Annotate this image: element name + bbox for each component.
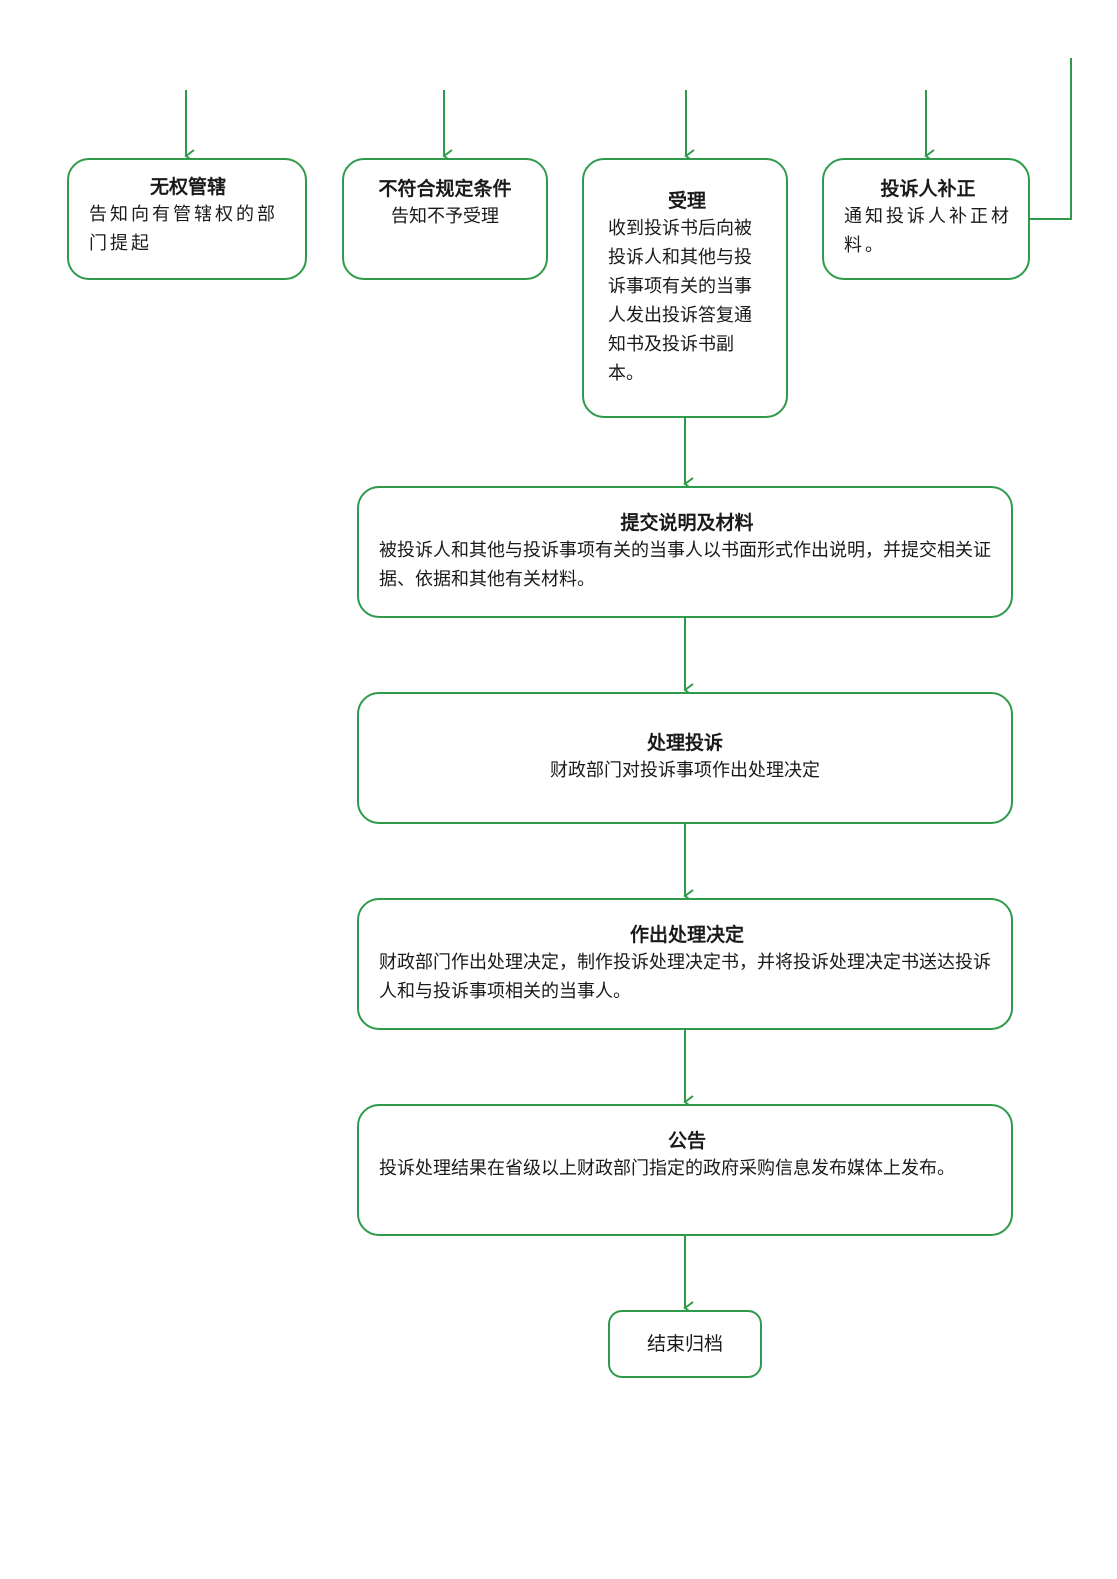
node-description: 被投诉人和其他与投诉事项有关的当事人以书面形式作出说明，并提交相关证据、依据和其… <box>379 540 991 590</box>
node-close: 结束归档 <box>608 1310 762 1378</box>
node-accept: 受理 收到投诉书后向被投诉人和其他与投诉事项有关的当事人发出投诉答复通知书及投诉… <box>582 158 788 418</box>
node-description: 通知投诉人补正材料。 <box>844 206 1012 256</box>
node-handle: 处理投诉 财政部门对投诉事项作出处理决定 <box>357 692 1013 824</box>
node-title: 作出处理决定 <box>629 924 744 946</box>
node-title: 处理投诉 <box>646 732 723 754</box>
node-description: 财政部门作出处理决定，制作投诉处理决定书，并将投诉处理决定书送达投诉人和与投诉事… <box>379 952 991 1002</box>
node-title: 投诉人补正 <box>880 178 976 200</box>
node-title: 提交说明及材料 <box>620 512 754 534</box>
node-description: 财政部门对投诉事项作出处理决定 <box>550 760 820 781</box>
node-description: 收到投诉书后向被投诉人和其他与投诉事项有关的当事人发出投诉答复通知书及投诉书副本… <box>608 218 752 384</box>
node-submit: 提交说明及材料 被投诉人和其他与投诉事项有关的当事人以书面形式作出说明，并提交相… <box>357 486 1013 618</box>
node-announce: 公告 投诉处理结果在省级以上财政部门指定的政府采购信息发布媒体上发布。 <box>357 1104 1013 1236</box>
node-no-jurisdiction: 无权管辖 告知向有管辖权的部门提起 <box>67 158 307 280</box>
supplement-return-line <box>1030 58 1072 220</box>
node-title: 公告 <box>667 1130 706 1152</box>
node-title: 结束归档 <box>646 1333 723 1355</box>
node-description: 告知向有管辖权的部门提起 <box>89 204 278 254</box>
node-decision: 作出处理决定 财政部门作出处理决定，制作投诉处理决定书，并将投诉处理决定书送达投… <box>357 898 1013 1030</box>
node-not-compliant: 不符合规定条件 告知不予受理 <box>342 158 548 280</box>
node-supplement: 投诉人补正 通知投诉人补正材料。 <box>822 158 1030 280</box>
node-description: 告知不予受理 <box>391 206 499 227</box>
node-title: 不符合规定条件 <box>378 178 512 200</box>
node-title: 无权管辖 <box>149 176 226 198</box>
node-description: 投诉处理结果在省级以上财政部门指定的政府采购信息发布媒体上发布。 <box>379 1158 955 1179</box>
node-title: 受理 <box>667 190 706 212</box>
